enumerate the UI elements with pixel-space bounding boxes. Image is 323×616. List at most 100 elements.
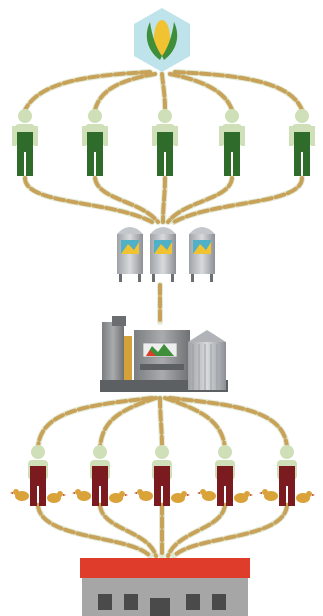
flow-poultry-1-to-store — [36, 503, 152, 558]
poultry-farmer-leg-left — [217, 484, 224, 506]
farmer-3 — [152, 109, 178, 176]
mill-sign-accent — [146, 350, 156, 356]
farmer-2 — [82, 109, 108, 176]
chicken-icon — [259, 489, 278, 501]
silo-1 — [117, 227, 143, 282]
farmer-head — [88, 109, 102, 123]
flow-mill-to-poultry-1 — [36, 396, 154, 450]
poultry-farmer-head — [93, 445, 107, 459]
flow-mill-to-poultry-5 — [168, 396, 289, 450]
poultry-farmer-leg-right — [288, 484, 295, 506]
flow-farmer-4-to-silos — [166, 176, 234, 224]
chicken-icon — [109, 491, 128, 503]
flow-corn-to-farmer-4 — [168, 72, 234, 112]
chicken-icon — [72, 489, 91, 501]
chicken-icon — [197, 489, 216, 501]
silo-group — [117, 227, 215, 282]
store-roof — [80, 558, 250, 578]
farmer-5 — [289, 109, 315, 176]
store-window-2 — [124, 594, 138, 610]
farmer-leg-right — [303, 150, 310, 176]
flow-farmer-5-to-silos — [172, 176, 304, 224]
chicken-icon — [10, 489, 29, 501]
farmer-head — [225, 109, 239, 123]
chicken-icon — [296, 491, 315, 503]
poultry-farmer-leg-right — [226, 484, 233, 506]
farmer-4 — [219, 109, 245, 176]
store-building — [80, 558, 250, 616]
mill-chute — [124, 336, 132, 390]
farmer-arm-right — [104, 126, 108, 146]
store-window-3 — [186, 594, 200, 610]
mill-storage-roof — [188, 330, 226, 342]
silo-label-mark — [154, 242, 172, 254]
silo-roof — [117, 227, 143, 234]
flow-corn-to-farmer-2 — [93, 72, 157, 112]
mill-window-row — [140, 364, 184, 370]
silo-leg-left — [119, 274, 122, 282]
farmer-head — [158, 109, 172, 123]
poultry-farmer-1 — [10, 445, 66, 506]
farmer-leg-left — [157, 150, 164, 176]
chicken-icon — [134, 489, 153, 501]
farmer-leg-left — [87, 150, 94, 176]
mill-storage-silo — [188, 342, 226, 390]
store-door — [150, 598, 170, 616]
farmer-leg-right — [96, 150, 103, 176]
flow-corn-to-farmer-1 — [23, 70, 152, 112]
poultry-farmer-head — [155, 445, 169, 459]
poultry-farmer-3 — [134, 445, 190, 506]
poultry-farmer-head — [31, 445, 45, 459]
chicken-icon — [234, 491, 253, 503]
flow-farmer-3-to-silos — [161, 176, 167, 224]
silo-3 — [189, 227, 215, 282]
silo-leg-right — [210, 274, 213, 282]
mill-tower — [102, 322, 124, 390]
silo-leg-left — [152, 274, 155, 282]
farmer-arm-right — [241, 126, 245, 146]
flow-corn-to-farmer-3 — [160, 72, 167, 110]
farmer-arm-right — [311, 126, 315, 146]
silo-leg-left — [191, 274, 194, 282]
flow-farmer-1-to-silos — [23, 176, 154, 224]
poultry-farmer-leg-left — [30, 484, 37, 506]
corn-icon — [134, 8, 190, 72]
farmer-arm-left — [12, 126, 16, 146]
flow-corn-to-farmer-4-underlay — [167, 71, 235, 113]
store-windows — [98, 594, 226, 616]
farmer-leg-left — [294, 150, 301, 176]
poultry-farmer-overalls — [217, 466, 233, 486]
poultry-farmer-leg-right — [101, 484, 108, 506]
farmer-1 — [12, 109, 38, 176]
poultry-farmer-5 — [259, 445, 315, 506]
silo-leg-right — [138, 274, 141, 282]
mill-tower-top — [112, 316, 126, 326]
farmer-arm-left — [152, 126, 156, 146]
flow-corn-to-farmer-5 — [173, 70, 304, 112]
mill-storage-ribs — [192, 344, 224, 390]
poultry-farmer-overalls — [30, 466, 46, 486]
chicken-icon — [47, 491, 66, 503]
poultry-farmer-overalls — [154, 466, 170, 486]
poultry-farmer-4 — [197, 445, 253, 506]
silo-label-mark — [121, 242, 139, 254]
poultry-farmer-overalls — [279, 466, 295, 486]
farmer-leg-left — [224, 150, 231, 176]
poultry-farmer-overalls — [92, 466, 108, 486]
flow-mill-to-poultry-2 — [98, 396, 158, 450]
farmer-group — [12, 109, 315, 176]
poultry-farmer-leg-right — [163, 484, 170, 506]
corn-leaf-right — [162, 22, 178, 60]
farmer-overalls — [294, 132, 310, 152]
farmer-head — [18, 109, 32, 123]
feed-mill-factory — [100, 316, 228, 392]
chicken-icon — [171, 491, 190, 503]
farmer-leg-right — [26, 150, 33, 176]
farmer-leg-left — [17, 150, 24, 176]
corn-cob — [154, 20, 170, 56]
flow-lines — [22, 69, 305, 559]
farmer-overalls — [17, 132, 33, 152]
store-window-4 — [212, 594, 226, 610]
farmer-overalls — [224, 132, 240, 152]
